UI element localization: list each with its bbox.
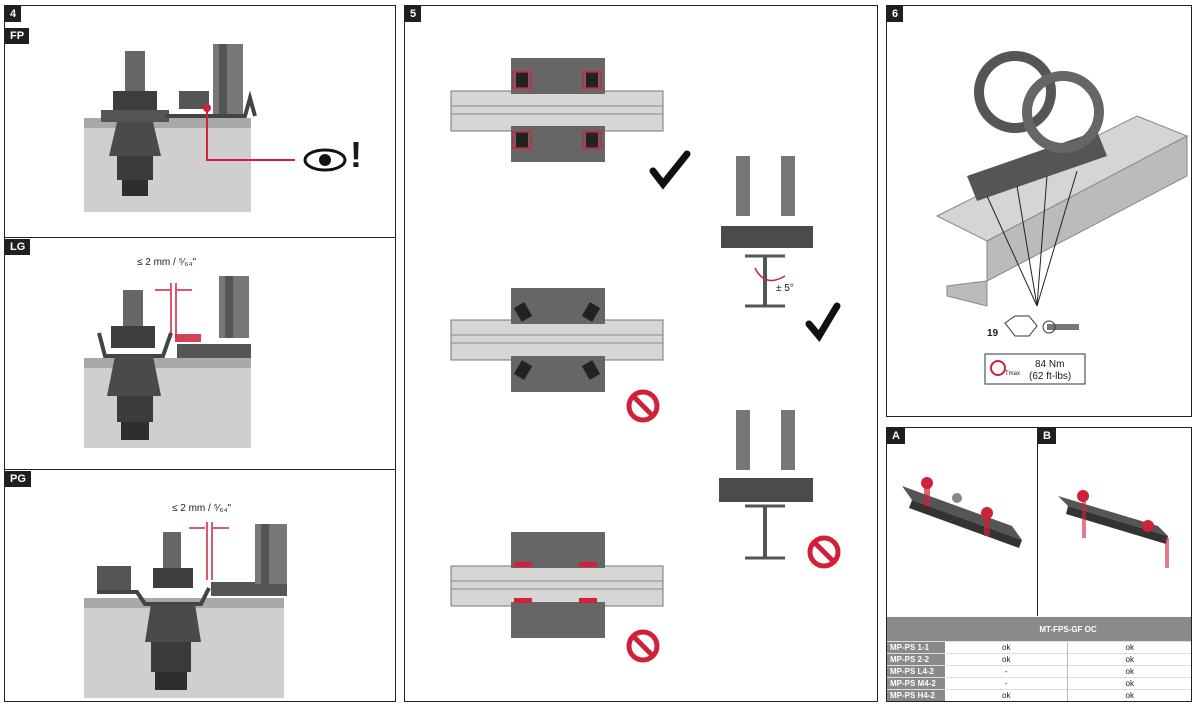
- torque-nm-label: 84 Nm: [1035, 359, 1065, 370]
- divider-a-b: [1037, 428, 1038, 616]
- variant-label-fp: FP: [5, 28, 30, 44]
- gap-label-lg: ≤ 2 mm / ⁵⁄₆₄": [137, 257, 197, 268]
- pg-clamp-illustration: [84, 522, 287, 698]
- torque-sub-label: Tmax: [1005, 371, 1020, 377]
- rail-orientation-diagrams: [450, 58, 841, 663]
- divider-lg-pg: [5, 469, 395, 470]
- compatibility-table: MT-FPS-GF OC MP-PS 1-1 ok ok MP-PS 2-2 o…: [887, 617, 1191, 701]
- lg-clamp-illustration: [84, 276, 251, 448]
- table-row: MP-PS M4-2 - ok: [887, 677, 1191, 690]
- eye-exclamation: !: [350, 134, 362, 175]
- table-row: MP-PS L4-2 - ok: [887, 665, 1191, 678]
- hex-size-label: 19: [987, 328, 999, 339]
- table-row: MP-PS 2-2 ok ok: [887, 653, 1191, 666]
- variant-label-pg: PG: [5, 471, 31, 487]
- divider-fp-lg: [5, 237, 395, 238]
- channel-variant-b: [1058, 490, 1169, 568]
- gap-label-pg: ≤ 2 mm / ⁵⁄₆₄": [172, 503, 232, 514]
- step-number-5: 5: [405, 6, 422, 22]
- panel-step-4: 4 FP ! LG ≤ 2 mm / ⁵⁄₆₄": [4, 5, 396, 702]
- panel-step-6: 6 19 Tmax 84 Nm (62 ft-lbs): [886, 5, 1192, 417]
- rail-view-rotated: [450, 288, 664, 392]
- prohibited-icon: [626, 629, 660, 663]
- prohibited-icon: [807, 535, 841, 569]
- table-header: MT-FPS-GF OC: [945, 617, 1191, 642]
- torque-ftlbs-label: (62 ft-lbs): [1029, 371, 1072, 382]
- channel-variant-a: [902, 477, 1022, 548]
- fp-clamp-illustration: [84, 44, 347, 212]
- angle-label: ± 5°: [776, 283, 794, 294]
- check-icon: [649, 150, 691, 190]
- pipe-clamp-assembly-illustration: [935, 51, 1189, 385]
- variant-label-b: B: [1038, 428, 1056, 444]
- step-number-6: 6: [887, 6, 904, 22]
- torque-icon: [990, 360, 1006, 376]
- table-row: MP-PS H4-2 ok ok: [887, 689, 1191, 701]
- check-icon: [805, 302, 841, 343]
- variant-label-a: A: [887, 428, 905, 444]
- beam-side-view-wrong: [719, 410, 813, 560]
- rail-view-correct: [450, 58, 664, 162]
- step-number-4: 4: [5, 6, 22, 22]
- table-row: MP-PS 1-1 ok ok: [887, 641, 1191, 654]
- prohibited-icon: [626, 389, 660, 423]
- eye-icon: [303, 148, 347, 172]
- rail-view-offset: [450, 532, 664, 638]
- beam-side-view-correct: [721, 156, 813, 308]
- variant-label-lg: LG: [5, 239, 31, 255]
- panel-compatibility: A B MT-FPS-GF OC MP-PS 1-1 ok ok: [886, 427, 1192, 702]
- panel-step-5: 5: [404, 5, 878, 702]
- table-corner: [887, 617, 945, 642]
